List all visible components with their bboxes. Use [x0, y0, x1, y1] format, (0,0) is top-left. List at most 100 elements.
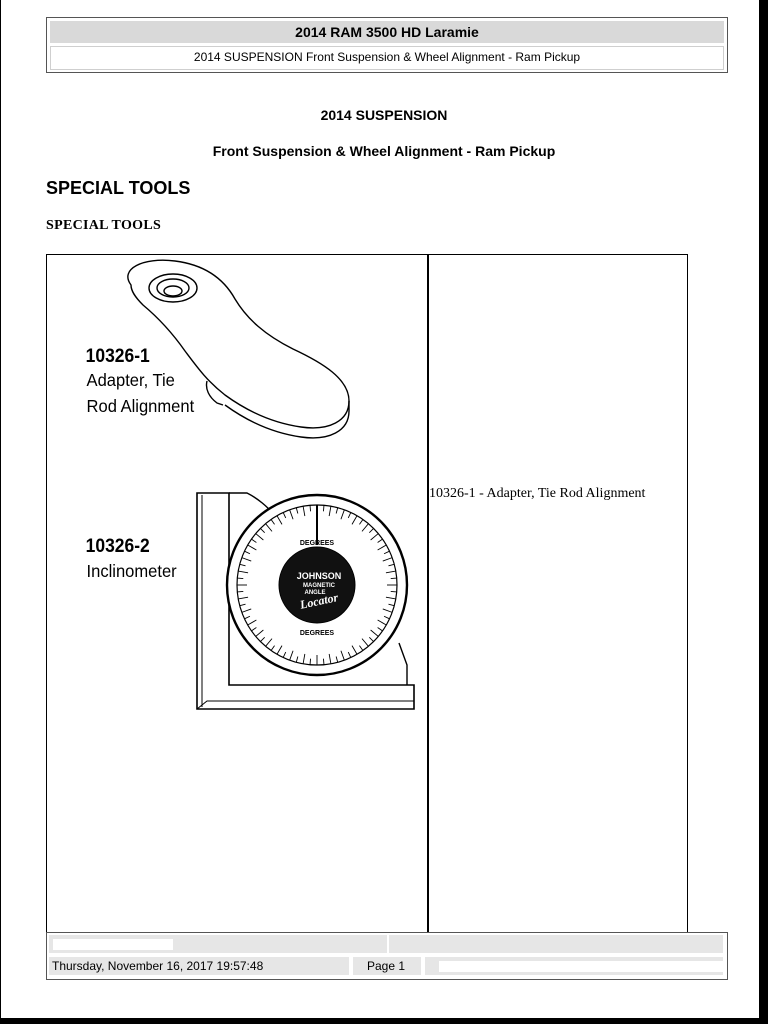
- dial-tick: [265, 523, 273, 532]
- document-subtitle: Front Suspension & Wheel Alignment - Ram…: [212, 143, 556, 159]
- dial-tick: [335, 656, 339, 663]
- dial-tick: [289, 650, 294, 661]
- dial-tick: [347, 651, 352, 658]
- dial-tick: [377, 627, 383, 632]
- dial-tick: [276, 515, 283, 525]
- dial-tick: [361, 523, 369, 532]
- page-border-right: [759, 0, 768, 1024]
- dial-tick: [382, 608, 393, 613]
- dial-tick: [244, 550, 251, 555]
- dial-tick: [238, 596, 249, 600]
- gauge-line2: ANGLE: [305, 590, 326, 596]
- dial-tick: [276, 645, 283, 655]
- dial-tick: [369, 528, 374, 533]
- dial-tick: [335, 507, 339, 514]
- dial-tick: [239, 603, 246, 607]
- dial-tick: [377, 538, 383, 543]
- vehicle-title: 2014 RAM 3500 HD Laramie: [50, 21, 724, 43]
- dial-tick: [388, 563, 395, 567]
- dial-tick: [370, 533, 379, 541]
- dial-tick: [302, 506, 306, 517]
- dial-tick: [255, 533, 264, 541]
- inclinometer-drawing: DEGREES DEGREES JOHNSON MAGNETIC ANGLE L…: [196, 492, 415, 710]
- dial-tick: [239, 563, 246, 567]
- dial-tick: [260, 528, 265, 533]
- dial-tick: [270, 519, 275, 525]
- dial-tick: [238, 570, 249, 574]
- dial-tick: [361, 638, 369, 647]
- dial-tick: [237, 591, 244, 593]
- dial-tick: [382, 557, 393, 562]
- gauge-degrees-bottom: DEGREES: [300, 630, 335, 637]
- footer-bottom-right: [425, 957, 723, 975]
- dial-tick: [390, 591, 397, 593]
- document-title: 2014 SUSPENSION: [320, 107, 448, 123]
- dial-tick: [244, 615, 251, 620]
- dial-tick: [385, 570, 396, 574]
- dial-tick: [383, 615, 390, 620]
- dial-tick: [351, 645, 358, 655]
- special-tools-table: 10326-1 Adapter, Tie Rod Alignment 10326…: [46, 254, 688, 934]
- tool-description: 10326-1 - Adapter, Tie Rod Alignment: [429, 486, 646, 501]
- tool-1-name-line2: Rod Alignment: [87, 395, 195, 416]
- dial-tick: [295, 507, 299, 514]
- dial-tick: [328, 653, 332, 664]
- dial-tick: [309, 658, 311, 665]
- dial-tick: [385, 596, 396, 600]
- dial-tick: [323, 505, 325, 512]
- dial-tick: [241, 557, 252, 562]
- page-footer: Thursday, November 16, 2017 19:57:48 Pag…: [46, 932, 728, 980]
- dial-tick: [302, 653, 306, 664]
- page-border-bottom: [0, 1018, 768, 1024]
- dial-tick: [247, 619, 257, 626]
- dial-tick: [295, 656, 299, 663]
- dial-tick: [251, 627, 257, 632]
- dial-tick: [282, 651, 287, 658]
- special-tools-illustration: 10326-1 Adapter, Tie Rod Alignment 10326…: [86, 259, 415, 710]
- dial-tick: [388, 603, 395, 607]
- dial-tick: [309, 505, 311, 512]
- section-heading: SPECIAL TOOLS: [46, 178, 191, 198]
- dial-tick: [340, 509, 345, 520]
- gauge-degrees-top: DEGREES: [300, 540, 335, 547]
- dial-tick: [328, 506, 332, 517]
- dial-tick: [369, 637, 374, 642]
- tool-2-number: 10326-2: [86, 534, 150, 556]
- section-subheading: SPECIAL TOOLS: [46, 218, 162, 233]
- gauge-brand: JOHNSON: [297, 571, 342, 581]
- dial-tick: [359, 519, 364, 525]
- dial-tick: [383, 550, 390, 555]
- gauge-line1: MAGNETIC: [303, 583, 336, 589]
- dial-tick: [370, 629, 379, 637]
- footer-date: Thursday, November 16, 2017 19:57:48: [49, 957, 349, 975]
- dial-tick: [323, 658, 325, 665]
- table-column-divider: [427, 255, 429, 933]
- tool-1-name-line1: Adapter, Tie: [87, 369, 175, 390]
- dial-tick: [251, 538, 257, 543]
- dial-tick: [351, 515, 358, 525]
- dial-tick: [241, 608, 252, 613]
- dial-tick: [377, 619, 387, 626]
- footer-top-left: [49, 935, 387, 953]
- footer-page-number: Page 1: [353, 957, 421, 975]
- dial-tick: [390, 577, 397, 579]
- dial-tick: [282, 512, 287, 519]
- footer-top-right: [389, 935, 723, 953]
- tool-2-name: Inclinometer: [87, 560, 177, 581]
- dial-tick: [255, 629, 264, 637]
- dial-tick: [289, 509, 294, 520]
- tie-rod-adapter-drawing: [127, 259, 350, 439]
- page-header: 2014 RAM 3500 HD Laramie 2014 SUSPENSION…: [46, 17, 728, 73]
- page-border-left: [0, 0, 1, 1024]
- dial-tick: [237, 577, 244, 579]
- dial-tick: [359, 645, 364, 651]
- dial-tick: [260, 637, 265, 642]
- dial-tick: [247, 544, 257, 551]
- dial-tick: [347, 512, 352, 519]
- section-title: 2014 SUSPENSION Front Suspension & Wheel…: [50, 46, 724, 70]
- tool-1-number: 10326-1: [86, 344, 150, 366]
- dial-tick: [340, 650, 345, 661]
- dial-tick: [270, 645, 275, 651]
- dial-tick: [377, 544, 387, 551]
- dial-tick: [265, 638, 273, 647]
